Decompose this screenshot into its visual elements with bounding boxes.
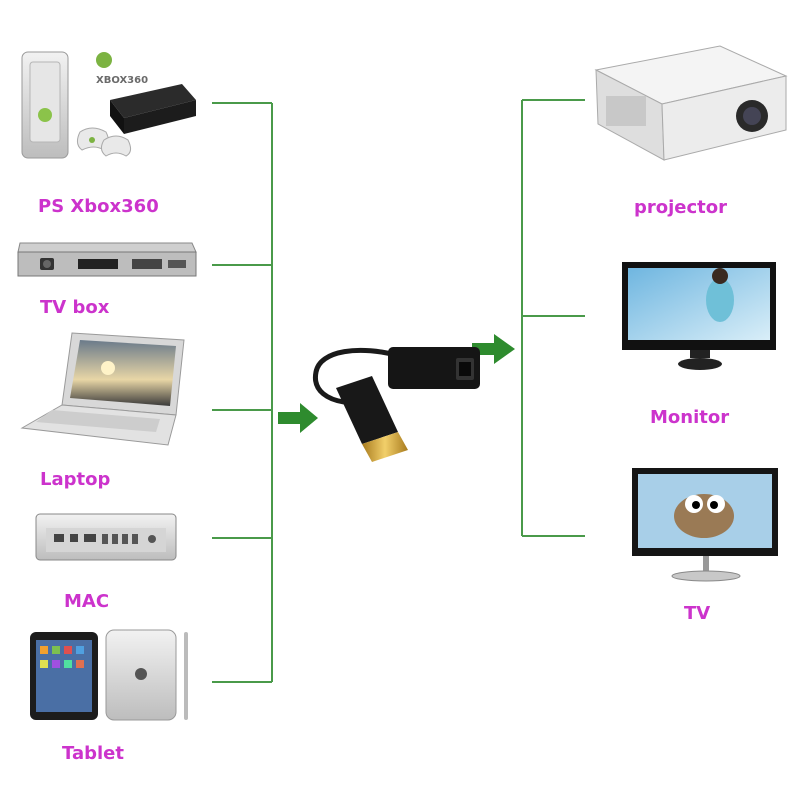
- tv-image: [632, 468, 778, 582]
- output-label-tv: TV: [684, 603, 711, 624]
- input-arrow-icon: [278, 403, 318, 433]
- hdmi-vga-adapter-image: [312, 347, 480, 462]
- xbox-logo-icon: [96, 52, 112, 68]
- source-label-mac: MAC: [64, 591, 110, 612]
- output-label-monitor: Monitor: [650, 407, 730, 428]
- xbox-logo-text: XBOX360: [96, 75, 148, 86]
- right-connector-lines: [521, 99, 585, 537]
- projector-image: [594, 45, 788, 161]
- xbox-ps-consoles-image: XBOX360: [21, 51, 196, 159]
- source-label-laptop: Laptop: [40, 469, 111, 490]
- source-label-tablet: Tablet: [62, 743, 124, 764]
- laptop-image: [20, 332, 185, 446]
- tablet-image: [30, 629, 188, 721]
- output-arrow-icon: [472, 334, 515, 364]
- output-label-projector: projector: [634, 197, 728, 218]
- mac-mini-image: [35, 513, 177, 561]
- monitor-image: [622, 262, 776, 370]
- source-label-xbox: PS Xbox360: [38, 196, 159, 217]
- source-label-tv-box: TV box: [40, 297, 110, 318]
- left-connector-lines: [212, 102, 273, 683]
- apple-logo-icon: [135, 668, 147, 680]
- tv-box-image: [17, 242, 197, 277]
